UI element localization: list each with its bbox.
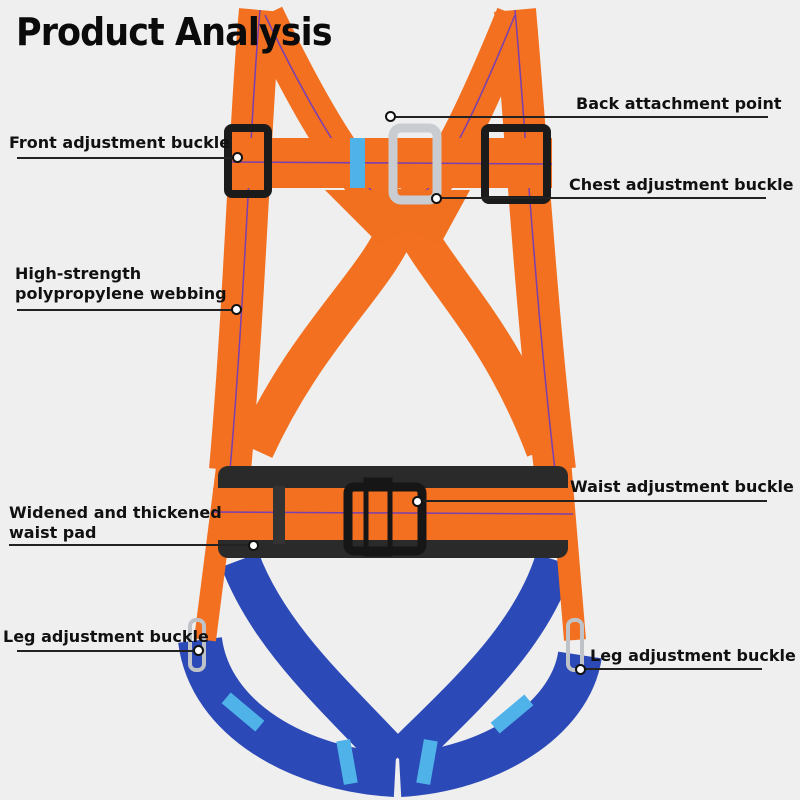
callout-line <box>17 157 235 159</box>
callout-line <box>392 116 768 118</box>
callout-dot <box>231 304 242 315</box>
label-waist-pad: Widened and thickened waist pad <box>9 503 222 543</box>
callout-dot <box>193 645 204 656</box>
callout-line <box>440 197 766 199</box>
callout-dot <box>248 540 259 551</box>
label-back-attachment-point: Back attachment point <box>576 94 782 113</box>
label-front-adjustment-buckle: Front adjustment buckle <box>9 133 231 152</box>
label-waist-pad-line2: waist pad <box>9 523 97 542</box>
callout-line <box>17 309 235 311</box>
callout-dot <box>431 193 442 204</box>
callout-line <box>9 544 251 546</box>
callout-dot <box>412 496 423 507</box>
label-leg-adjustment-buckle-right: Leg adjustment buckle <box>590 646 796 665</box>
callout-dot <box>575 664 586 675</box>
leg-straps <box>178 552 602 797</box>
label-webbing-line1: High-strength <box>15 264 142 283</box>
label-chest-adjustment-buckle: Chest adjustment buckle <box>569 175 794 194</box>
label-webbing: High-strength polypropylene webbing <box>15 264 227 304</box>
callout-line <box>582 668 762 670</box>
label-webbing-line2: polypropylene webbing <box>15 284 227 303</box>
leg-keepers <box>221 692 534 785</box>
label-waist-pad-line1: Widened and thickened <box>9 503 222 522</box>
label-waist-adjustment-buckle: Waist adjustment buckle <box>570 477 794 496</box>
callout-line <box>17 650 197 652</box>
callout-dot <box>232 152 243 163</box>
page-title: Product Analysis <box>16 10 333 54</box>
callout-dot <box>385 111 396 122</box>
callout-line <box>420 500 767 502</box>
label-leg-adjustment-buckle-left: Leg adjustment buckle <box>3 627 209 646</box>
